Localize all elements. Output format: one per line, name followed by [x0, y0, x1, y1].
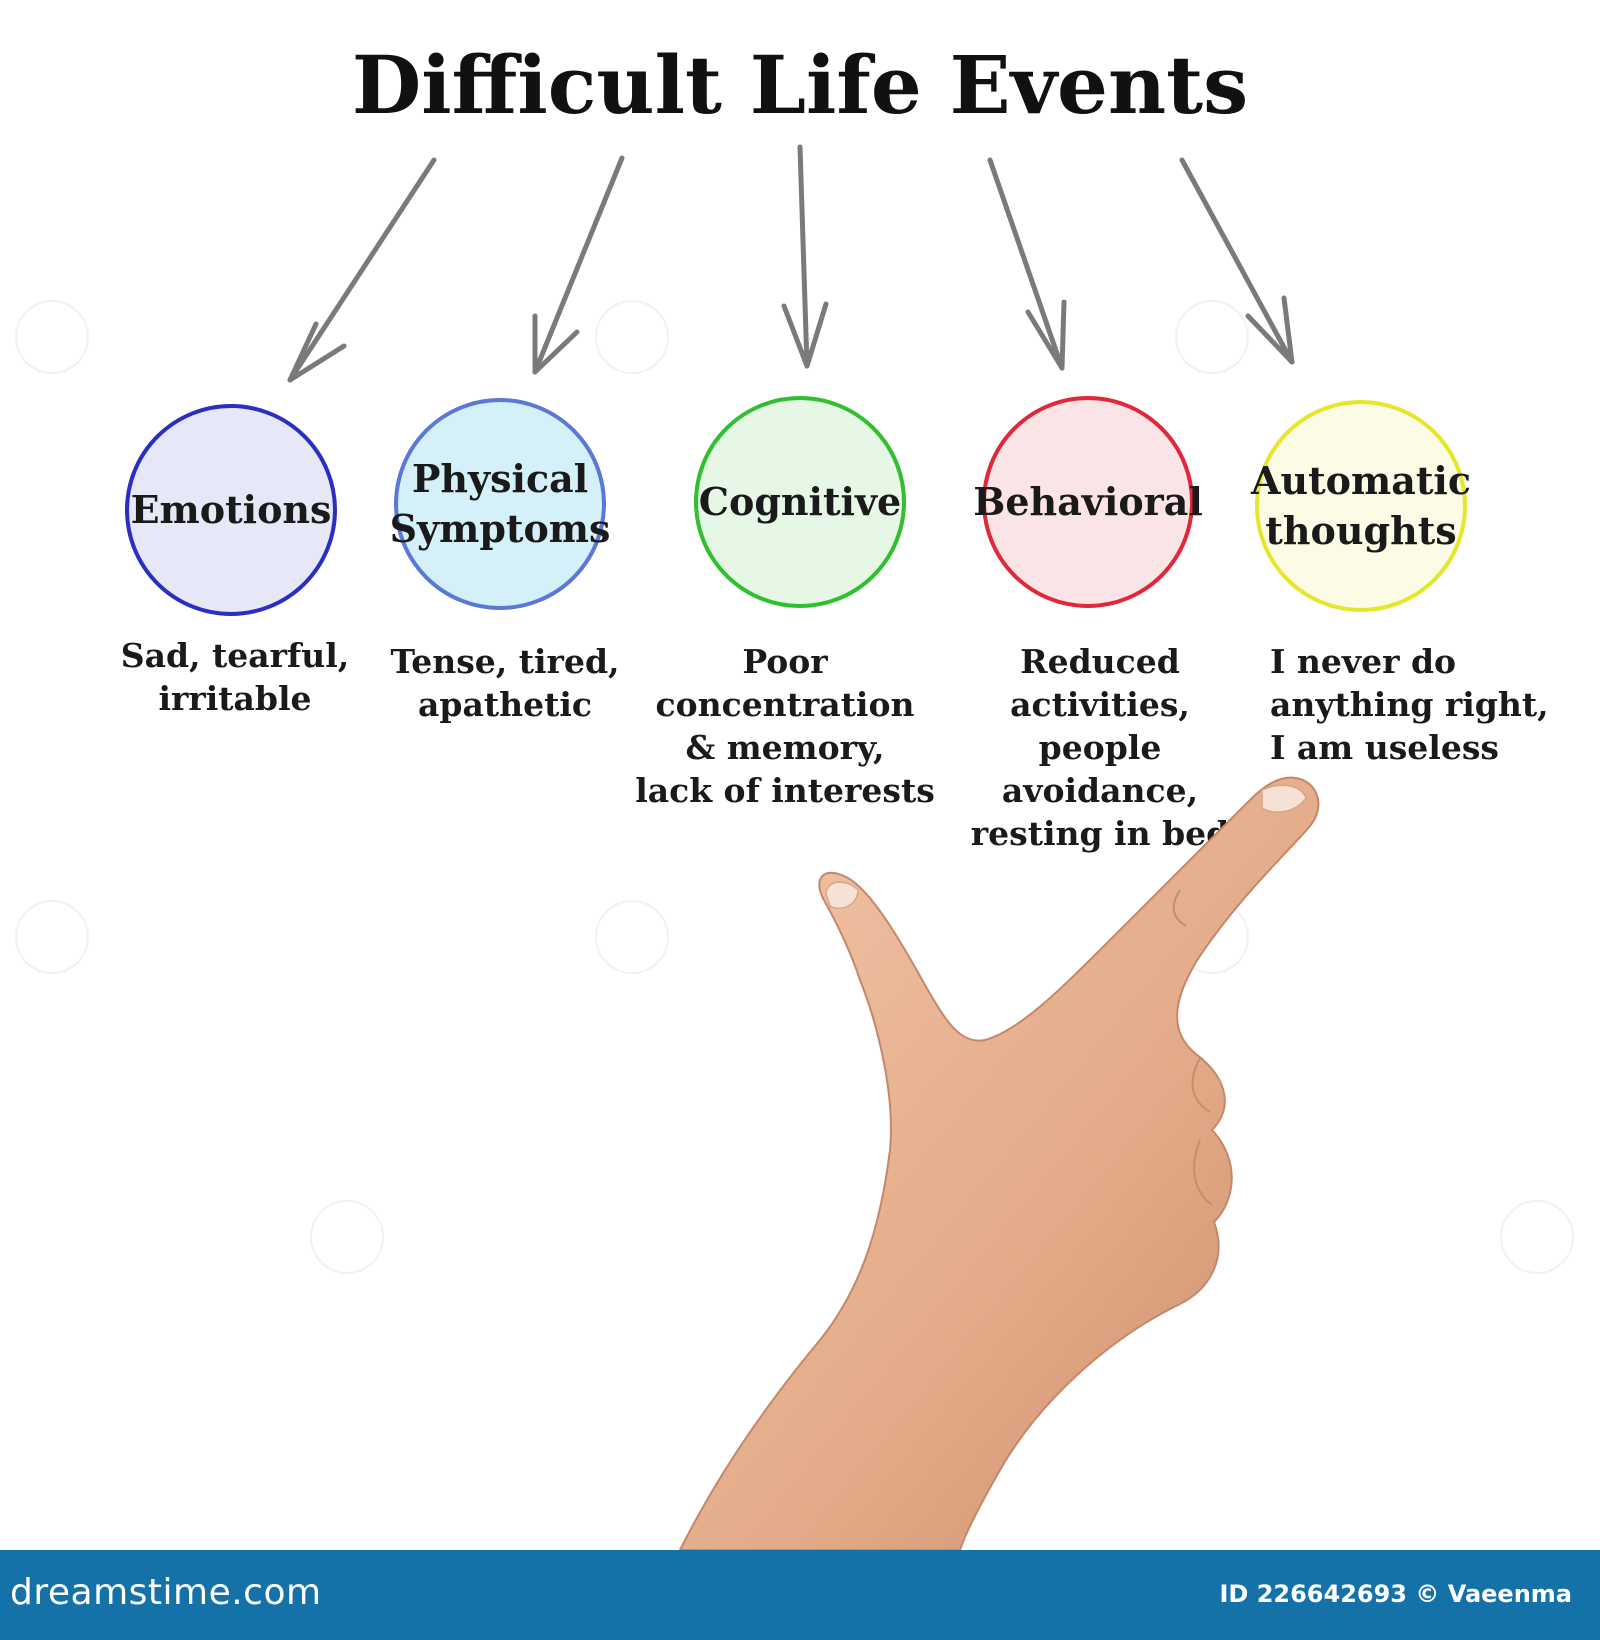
node-description-physical-symptoms: Tense, tired, apathetic — [390, 642, 620, 724]
footer-bar: dreamstime.com ID 226642693 © Vaeenma — [0, 1550, 1600, 1640]
arrow-automatic — [1179, 157, 1295, 365]
node-emotions: Emotions — [125, 404, 337, 616]
node-label: Physical Symptoms — [389, 456, 611, 551]
node-label: Automatic thoughts — [1251, 458, 1471, 553]
node-description-automatic-thoughts: I never do anything right, I am useless — [1270, 642, 1549, 767]
pointing-hand-image — [678, 776, 1320, 1551]
node-description-emotions: Sad, tearful, irritable — [120, 636, 350, 718]
arrow-physical — [532, 155, 625, 375]
node-automatic-thoughts: Automatic thoughts — [1251, 400, 1471, 612]
footer-logo-text[interactable]: dreamstime.com — [10, 1572, 322, 1613]
node-behavioral: Behavioral — [973, 396, 1203, 608]
footer-id-text: ID 226642693 © Vaeenma — [1219, 1580, 1572, 1608]
arrow-cognitive — [797, 144, 810, 369]
node-label: Cognitive — [698, 479, 902, 524]
arrow-emotions — [287, 157, 437, 383]
node-label: Emotions — [130, 487, 332, 532]
diagram-title: Difficult Life Events — [351, 38, 1249, 132]
node-label: Behavioral — [973, 479, 1203, 524]
node-cognitive: Cognitive — [694, 396, 906, 608]
arrows — [287, 144, 1295, 383]
arrow-behavioral — [987, 157, 1065, 371]
node-description-behavioral: Reduced activities, people avoidance, re… — [970, 642, 1230, 853]
node-description-cognitive: Poor concentration & memory, lack of int… — [635, 642, 935, 810]
node-physical-symptoms: Physical Symptoms — [390, 398, 610, 610]
